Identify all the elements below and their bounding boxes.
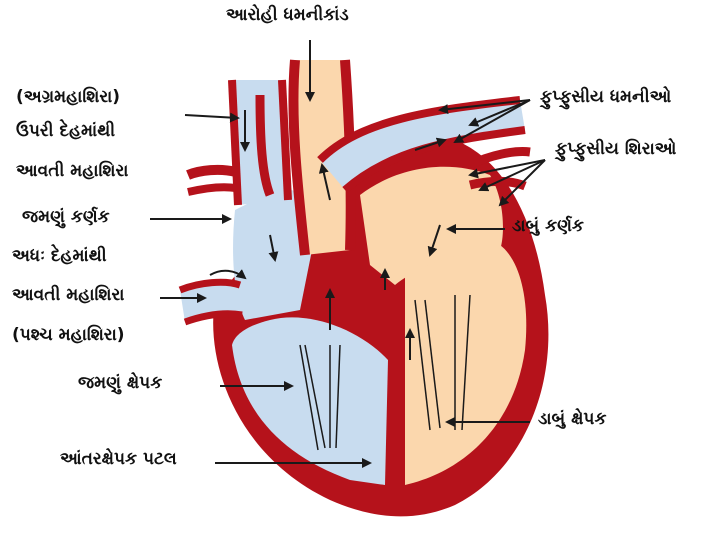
label-ivc-line2: આવતી મહાશિરા [12,286,124,306]
label-ascending-aorta: આરોહી ધમનીકાંડ [226,6,349,26]
label-ivc-line3: (પશ્ચ મહાશિરા) [12,326,125,346]
label-left-ventricle: ડાબું ક્ષેપક [538,410,606,430]
label-left-atrium: ડાબું કર્ણક [512,217,584,237]
pulmonary-vein-upper [470,152,530,165]
label-pulmonary-arteries: ફુપ્ફુસીય ધમનીઓ [540,88,671,108]
label-svc-line2: ઉપરી દેહમાંથી [16,122,115,142]
label-septum: આંતરક્ષેપક પટલ [60,450,177,470]
label-right-atrium: જમણું કર્ણક [22,208,110,228]
label-right-ventricle: જમણું ક્ષેપક [78,374,162,394]
label-svc-line1: (અગ્રમહાશિરા) [16,88,120,108]
label-pulmonary-veins: ફુપ્ફુસીય શિરાઓ [555,140,676,160]
label-ivc-line1: અધઃ દેહમાંથી [12,247,107,267]
label-svc-line3: આવતી મહાશિરા [16,162,128,182]
